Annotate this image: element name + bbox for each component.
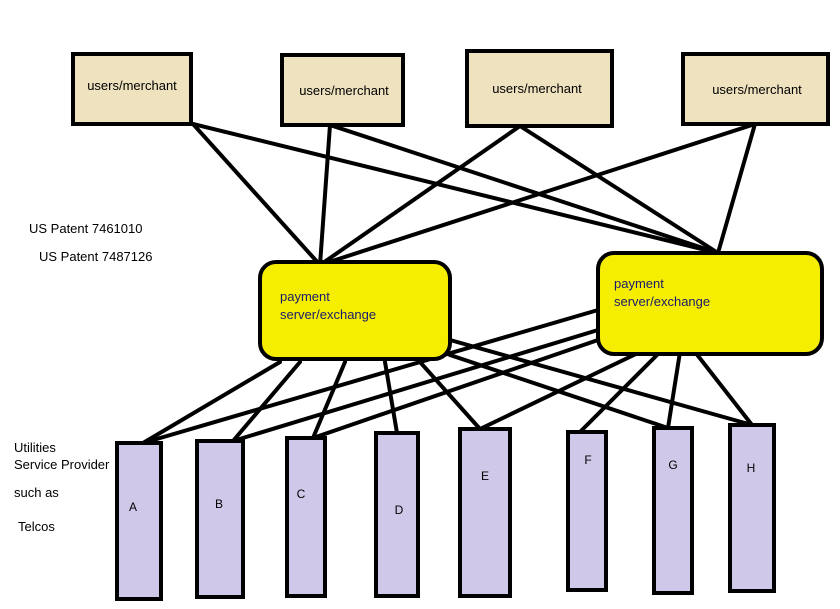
connection-line xyxy=(478,350,642,431)
service-provider-label: E xyxy=(481,469,489,483)
connection-lines xyxy=(141,122,757,445)
payment-server-label-line2: server/exchange xyxy=(280,307,376,322)
payment-server-label-line1: payment xyxy=(280,289,330,304)
service-provider-label: H xyxy=(747,461,756,475)
user-merchant-box xyxy=(681,52,830,126)
connection-line xyxy=(418,360,482,431)
connection-line xyxy=(518,124,720,255)
service-provider-bar xyxy=(566,430,608,592)
connection-line xyxy=(383,360,399,435)
payment-server-label-line1: payment xyxy=(614,276,664,291)
user-merchant-box xyxy=(465,49,614,128)
service-provider-bar xyxy=(652,426,694,595)
service-provider-bar xyxy=(115,441,163,601)
service-provider-label: F xyxy=(584,453,591,467)
side-label-telcos: Telcos xyxy=(18,519,55,534)
service-provider-bar xyxy=(285,436,327,598)
connection-line xyxy=(328,123,720,255)
user-merchant-label: users/merchant xyxy=(87,78,177,93)
connection-line xyxy=(318,124,522,267)
side-label-utilities: Utilities xyxy=(14,440,56,455)
service-provider-label: G xyxy=(668,458,677,472)
connection-line xyxy=(448,338,754,427)
connection-line xyxy=(318,123,332,267)
user-merchant-box xyxy=(71,52,193,126)
service-provider-label: D xyxy=(395,503,404,517)
connection-line xyxy=(578,350,662,434)
connection-line xyxy=(191,122,720,255)
service-provider-label: B xyxy=(215,497,223,511)
service-provider-bar xyxy=(374,431,420,598)
user-merchant-label: users/merchant xyxy=(712,82,802,97)
connection-line xyxy=(318,122,757,267)
payment-server-box xyxy=(258,260,452,361)
patent-label-1: US Patent 7461010 xyxy=(29,221,143,236)
service-provider-bar xyxy=(728,423,776,593)
connection-line xyxy=(693,350,754,427)
connection-line xyxy=(191,122,322,267)
service-provider-label: A xyxy=(129,500,137,514)
connection-line xyxy=(231,328,600,443)
side-label-such-as: such as xyxy=(14,485,59,500)
service-provider-bar xyxy=(458,427,512,598)
user-merchant-label: users/merchant xyxy=(299,83,389,98)
diagram-nodes: users/merchant users/merchant users/mercha… xyxy=(71,49,830,601)
connection-line xyxy=(311,338,600,440)
connection-line xyxy=(141,360,282,445)
service-provider-label: C xyxy=(297,487,306,501)
connection-line xyxy=(231,360,302,443)
payment-server-box xyxy=(596,251,824,356)
user-merchant-box xyxy=(280,53,405,127)
patent-label-2: US Patent 7487126 xyxy=(39,249,153,264)
payment-server-label-line2: server/exchange xyxy=(614,294,710,309)
service-provider-bar xyxy=(195,439,245,599)
connection-line xyxy=(311,360,347,440)
connection-line xyxy=(716,122,757,255)
connection-line xyxy=(666,350,682,430)
connection-line xyxy=(141,308,600,445)
user-merchant-label: users/merchant xyxy=(492,81,582,96)
side-label-service-provider: Service Provider xyxy=(14,457,110,472)
